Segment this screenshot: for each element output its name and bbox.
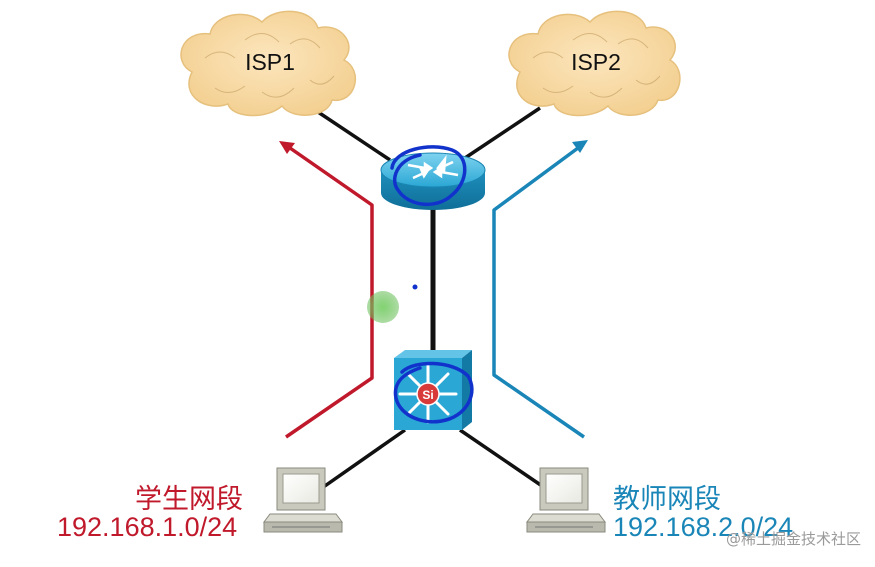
teacher-segment-network: 192.168.2.0/24	[613, 512, 794, 542]
isp1-cloud: ISP1	[180, 10, 357, 117]
watermark: @稀土掘金技术社区	[725, 530, 861, 548]
link-switch-teacher-pc	[459, 428, 546, 490]
link-switch-student-pc	[320, 428, 407, 490]
annotation-dot	[412, 284, 418, 290]
link-isp2-router	[464, 106, 541, 160]
isp2-label: ISP2	[571, 49, 621, 75]
isp1-label: ISP1	[245, 49, 295, 75]
switch-annotation-circle	[393, 361, 474, 424]
teacher-traffic-arrow	[492, 140, 588, 439]
student-segment-name: 学生网段	[135, 484, 243, 515]
link-isp1-router	[317, 110, 391, 162]
switch-badge: Si	[422, 388, 433, 402]
router-icon	[380, 152, 486, 210]
student-pc-icon	[263, 467, 343, 533]
cursor-highlight	[367, 291, 399, 323]
isp2-cloud: ISP2	[508, 10, 681, 117]
layer3-switch-icon: Si	[394, 350, 472, 430]
student-segment-network: 192.168.1.0/24	[57, 512, 238, 542]
router-annotation-circle	[390, 145, 467, 207]
teacher-segment-name: 教师网段	[613, 484, 721, 515]
student-traffic-arrow	[279, 141, 374, 439]
teacher-pc-icon	[526, 467, 606, 533]
